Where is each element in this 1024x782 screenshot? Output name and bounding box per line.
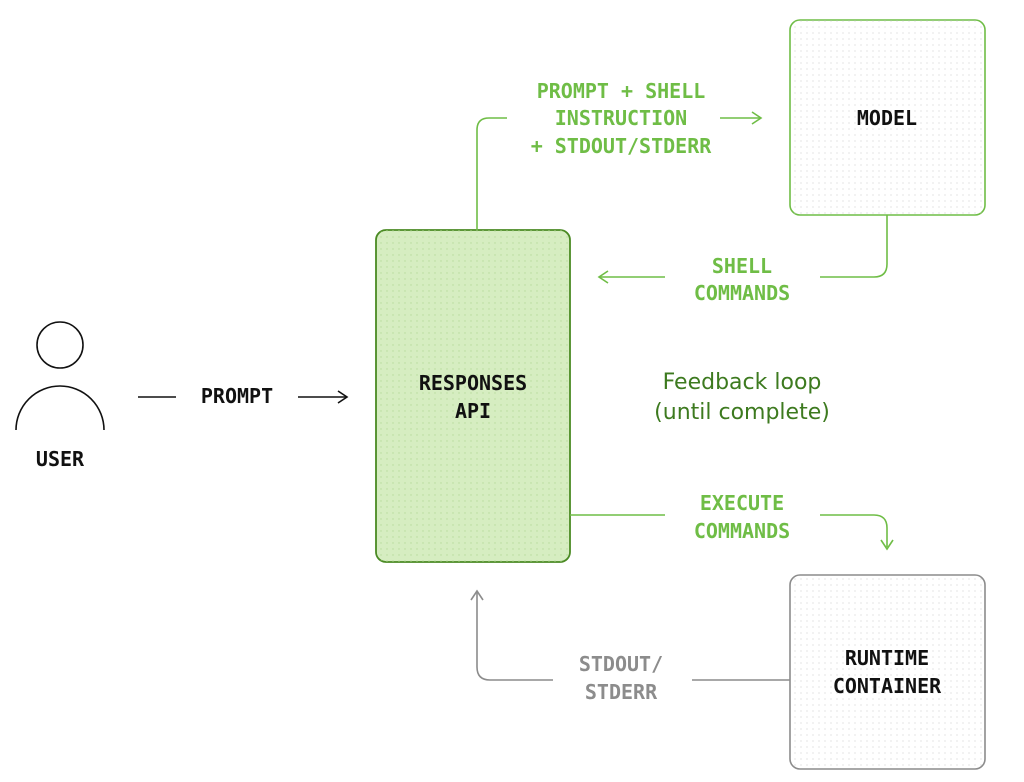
shell-commands-label-line2: COMMANDS — [694, 281, 790, 305]
arrowhead-icon — [880, 539, 894, 551]
prompt-shell-label-line2: INSTRUCTION — [555, 106, 687, 130]
arrowhead-icon — [337, 390, 349, 404]
execute-commands-label-line1: EXECUTE — [700, 491, 784, 515]
prompt-shell-label-line1: PROMPT + SHELL — [537, 79, 706, 103]
arrowhead-icon — [751, 111, 763, 125]
feedback-loop-label-line1: Feedback loop — [663, 370, 822, 395]
prompt-edge: PROMPT — [138, 384, 349, 408]
user-label: USER — [36, 447, 85, 471]
user-node: USER — [15, 321, 105, 471]
responses-api-label-line1: RESPONSES — [419, 371, 527, 395]
responses-api-node: RESPONSES API — [375, 229, 571, 563]
execute-commands-edge: EXECUTE COMMANDS — [570, 491, 894, 551]
runtime-container-node: RUNTIME CONTAINER — [789, 574, 986, 770]
prompt-to-model-edge: PROMPT + SHELL INSTRUCTION + STDOUT/STDE… — [476, 79, 763, 230]
prompt-label: PROMPT — [201, 384, 273, 408]
feedback-loop-label-line2: (until complete) — [654, 400, 830, 425]
shell-commands-edge: SHELL COMMANDS — [597, 215, 888, 305]
arrowhead-icon — [597, 270, 609, 284]
runtime-label-line1: RUNTIME — [845, 646, 929, 670]
person-icon — [15, 321, 105, 431]
execute-commands-label-line2: COMMANDS — [694, 519, 790, 543]
model-node: MODEL — [789, 19, 986, 216]
stdout-label-line2: STDERR — [585, 680, 658, 704]
shell-commands-label-line1: SHELL — [712, 254, 772, 278]
prompt-shell-label-line3: + STDOUT/STDERR — [531, 134, 713, 158]
responses-api-label-line2: API — [455, 399, 491, 423]
stdout-label-line1: STDOUT/ — [579, 652, 663, 676]
runtime-label-line2: CONTAINER — [833, 674, 942, 698]
stdout-stderr-edge: STDOUT/ STDERR — [470, 589, 790, 704]
arrowhead-icon — [470, 589, 484, 601]
model-label: MODEL — [857, 106, 917, 130]
